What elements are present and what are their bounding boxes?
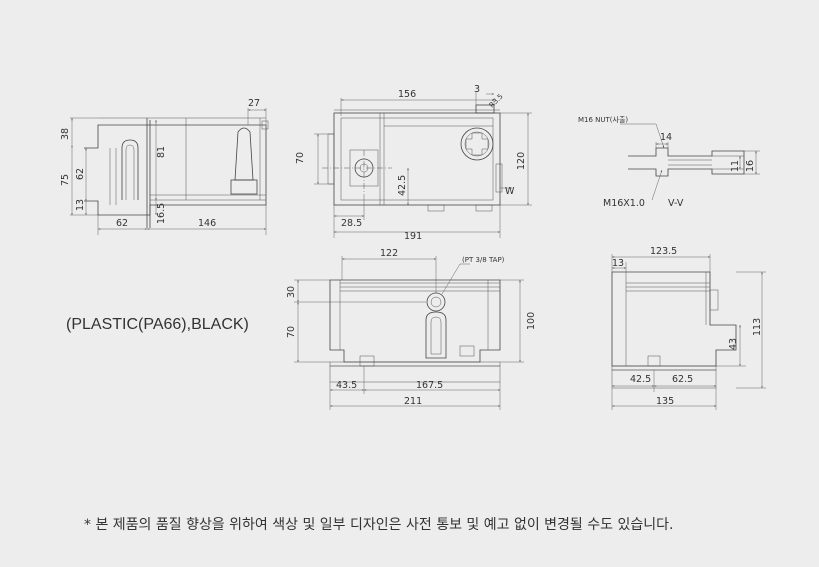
dim-r3-5: R3.5: [488, 92, 505, 109]
dim-70: 70: [295, 152, 306, 164]
disclaimer-footnote: * 본 제품의 품질 향상을 위하여 색상 및 일부 디자인은 사전 통보 및 …: [84, 517, 674, 533]
nut-detail-view: M16 NUT(사출) 14 11 16 M16X1.0 V-V: [578, 115, 760, 209]
dim-81: 81: [156, 146, 167, 158]
dim-100: 100: [526, 312, 537, 330]
dim-28-5: 28.5: [341, 218, 362, 229]
dim-38: 38: [60, 128, 71, 140]
dim-135: 135: [656, 396, 674, 407]
section-w-label: W: [505, 186, 515, 197]
dim-14: 14: [660, 132, 672, 143]
dim-123-5: 123.5: [650, 246, 677, 257]
section-label: V-V: [668, 198, 684, 209]
material-label: (PLASTIC(PA66),BLACK): [66, 316, 249, 333]
dim-16-5: 16.5: [156, 203, 167, 224]
dim-30: 30: [286, 286, 297, 298]
dim-156: 156: [398, 89, 416, 100]
dim-42-5: 42.5: [630, 374, 651, 385]
thread-label: M16X1.0: [603, 198, 645, 209]
dim-43-5: 43.5: [336, 380, 357, 391]
tap-label: (PT 3/8 TAP): [462, 256, 505, 264]
dim-11: 11: [730, 160, 741, 172]
dim-62-vertical: 62: [75, 168, 86, 180]
dim-191: 191: [404, 231, 422, 242]
dim-13: 13: [75, 199, 86, 211]
dim-75: 75: [60, 174, 71, 186]
dim-62-5: 62.5: [672, 374, 693, 385]
dim-113: 113: [752, 318, 763, 336]
end-view: 123.5 13 113 43 42.5 62.5 135: [611, 246, 766, 410]
dim-122: 122: [380, 248, 398, 259]
dim-43: 43: [728, 338, 739, 350]
dim-211: 211: [404, 396, 422, 407]
dim-120: 120: [516, 152, 527, 170]
dim-146: 146: [198, 218, 216, 229]
side-view: 27 38 81 75 62 13 16.5 62 146: [60, 98, 269, 235]
dim-3: 3: [474, 84, 480, 95]
dim-13: 13: [612, 258, 624, 269]
dim-16: 16: [745, 160, 756, 172]
dim-42-5: 42.5: [397, 175, 408, 196]
dim-70: 70: [286, 326, 297, 338]
front-view: 122 (PT 3/8 TAP) 30 70 100 43.5 167.5 21…: [286, 248, 537, 410]
dim-27: 27: [248, 98, 260, 109]
dim-62: 62: [116, 218, 128, 229]
top-view: 156 3 R3.5 70 120 42.5 28.5 191 W: [295, 84, 532, 242]
nut-label: M16 NUT(사출): [578, 115, 628, 124]
dim-167-5: 167.5: [416, 380, 443, 391]
